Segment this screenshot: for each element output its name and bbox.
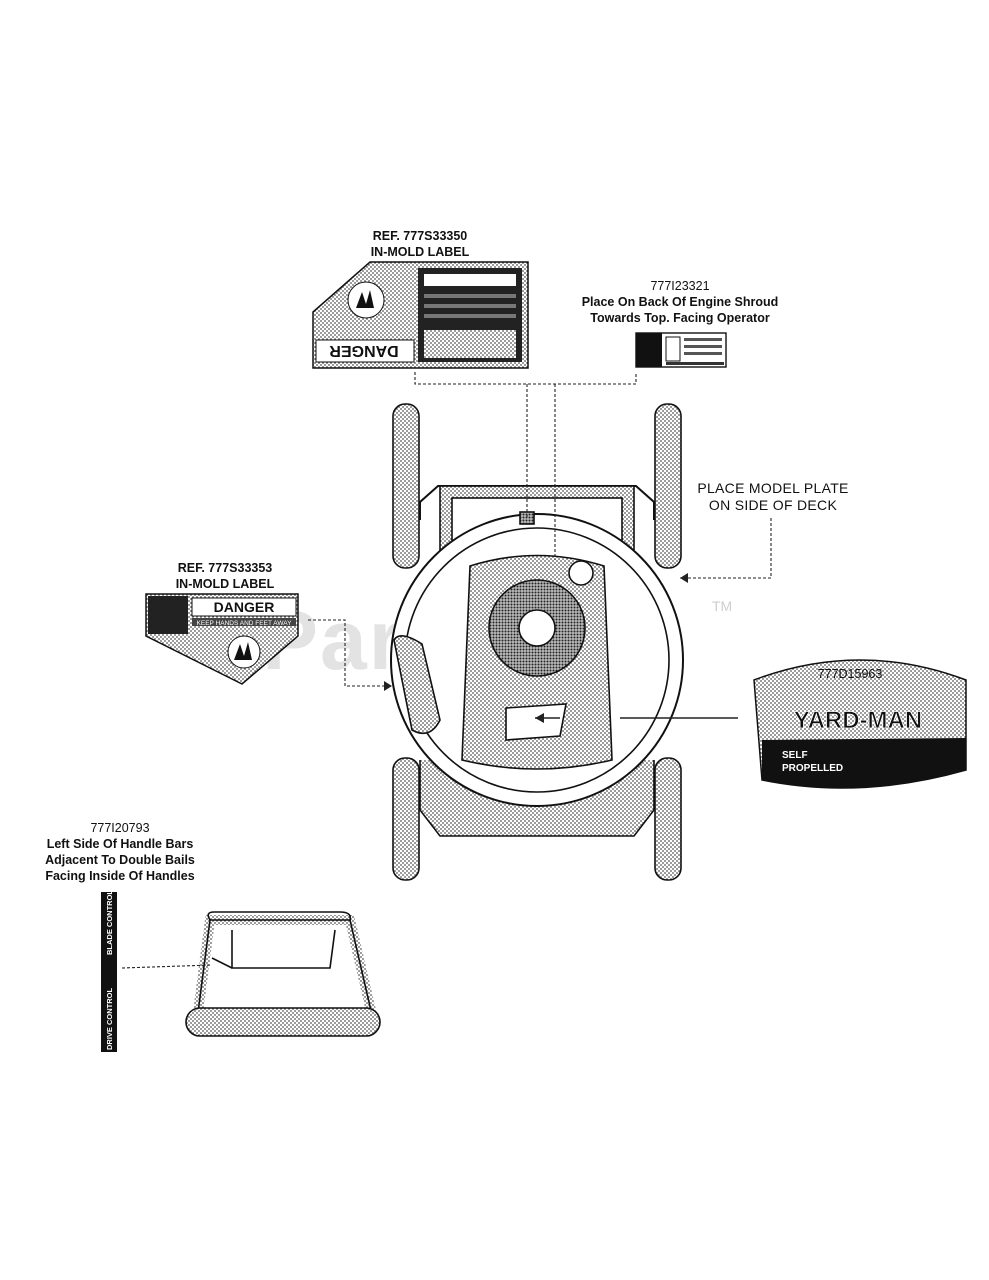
wheel-front-right xyxy=(654,757,682,881)
callout-type: IN-MOLD LABEL xyxy=(175,577,275,591)
callout-label-777i20793: 777I20793 Left Side Of Handle Bars Adjac… xyxy=(20,820,220,884)
decal-danger-left-sub: KEEP HANDS AND FEET AWAY xyxy=(197,620,293,627)
callout-line1: PLACE MODEL PLATE xyxy=(697,480,849,496)
callout-type: IN-MOLD LABEL xyxy=(370,245,470,259)
callout-model-plate: PLACE MODEL PLATE ON SIDE OF DECK xyxy=(688,480,858,514)
callout-line3: Facing Inside Of Handles xyxy=(45,869,195,883)
callout-ref: REF. 777S33350 xyxy=(372,229,468,243)
decal-danger-left xyxy=(145,593,299,685)
callout-label-777i23321: 777I23321 Place On Back Of Engine Shroud… xyxy=(560,278,800,326)
callout-label-777s33350: REF. 777S33350 IN-MOLD LABEL xyxy=(355,228,485,260)
callout-part: 777I23321 xyxy=(650,279,710,293)
leader-lines xyxy=(121,372,772,969)
decal-danger-top xyxy=(312,261,529,369)
callout-part: 777D15963 xyxy=(817,667,883,681)
callout-label-777s33353: REF. 777S33353 IN-MOLD LABEL xyxy=(160,560,290,592)
mower-top-view xyxy=(390,403,684,881)
wheel-rear-left xyxy=(392,403,420,569)
callout-ref: REF. 777S33353 xyxy=(177,561,273,575)
decal-self-propelled-1: SELF xyxy=(782,750,808,761)
wheel-rear-right xyxy=(654,403,682,569)
callout-line1: Left Side Of Handle Bars xyxy=(46,837,194,851)
decal-handle-strip xyxy=(101,892,117,1052)
decal-handle-blade: BLADE CONTROL xyxy=(105,890,114,955)
decal-handle-drive: DRIVE CONTROL xyxy=(105,987,114,1050)
decal-danger-top-word: DANGER xyxy=(329,342,399,359)
watermark-tm: TM xyxy=(712,598,733,614)
callout-label-777d15963: 777D15963 xyxy=(790,666,910,682)
callout-line1: Place On Back Of Engine Shroud xyxy=(581,295,779,309)
callout-part: 777I20793 xyxy=(90,821,150,835)
decal-brand-name: YARD-MAN xyxy=(794,707,922,734)
decal-engine-shroud xyxy=(635,332,727,368)
wheel-front-left xyxy=(392,757,420,881)
decal-danger-left-word: DANGER xyxy=(214,599,275,615)
callout-line2: ON SIDE OF DECK xyxy=(708,497,838,513)
callout-line2: Towards Top. Facing Operator xyxy=(590,311,770,325)
decal-brand xyxy=(753,659,967,789)
handle-bar xyxy=(185,911,381,1037)
decal-self-propelled-2: PROPELLED xyxy=(782,763,843,774)
callout-line2: Adjacent To Double Bails xyxy=(45,853,195,867)
